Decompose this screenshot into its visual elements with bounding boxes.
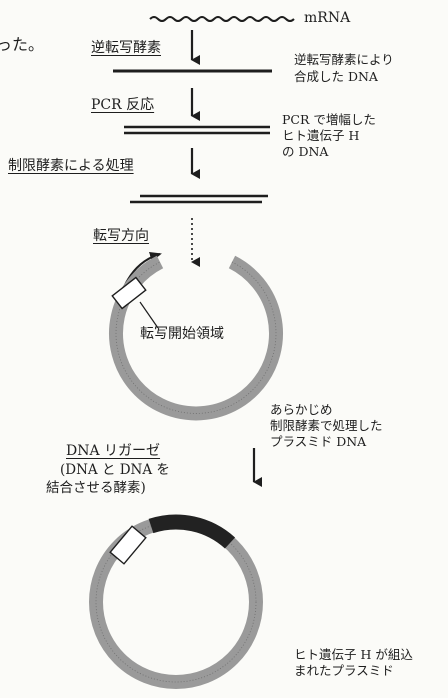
plasmid-note-line2: 制限酵素で処理した — [270, 418, 383, 433]
recombinant-note-line2: まれたプラスミド — [294, 663, 394, 678]
pcr-reaction-label: PCR 反応 — [91, 97, 155, 113]
gene-h-insert — [148, 514, 236, 549]
pcr-note-line3: の DNA — [282, 144, 329, 159]
text-fragment: った。 — [0, 35, 45, 54]
promoter-region-label: 転写開始領域 — [140, 326, 224, 342]
mrna-label: mRNA — [304, 10, 351, 26]
recombinant-note-line1: ヒト遺伝子 H が組込 — [294, 647, 413, 662]
ligase-note-line2: 結合させる酵素) — [46, 480, 146, 496]
promoter-region-box-open — [111, 276, 147, 310]
plasmid-note-line3: プラスミド DNA — [270, 434, 367, 449]
restriction-enzyme-label: 制限酵素による処理 — [8, 158, 134, 174]
pcr-note-line1: PCR で増幅した — [282, 112, 376, 127]
plasmid-note-line1: あらかじめ — [270, 402, 333, 417]
dna-ligase-label: DNA リガーゼ — [66, 443, 161, 459]
cdna-note-line2: 合成した DNA — [294, 69, 378, 84]
ligase-note-line1: (DNA と DNA を — [60, 462, 170, 478]
cdna-note-line1: 逆転写酵素により — [294, 52, 394, 67]
reverse-transcriptase-label: 逆転写酵素 — [91, 40, 161, 56]
promoter-pointer-line — [139, 301, 159, 329]
mrna-strand — [149, 16, 295, 22]
promoter-region-box-recombinant — [109, 525, 147, 565]
pcr-note-line2: ヒト遺伝子 H — [282, 128, 360, 143]
transcription-direction-label: 転写方向 — [93, 228, 149, 244]
